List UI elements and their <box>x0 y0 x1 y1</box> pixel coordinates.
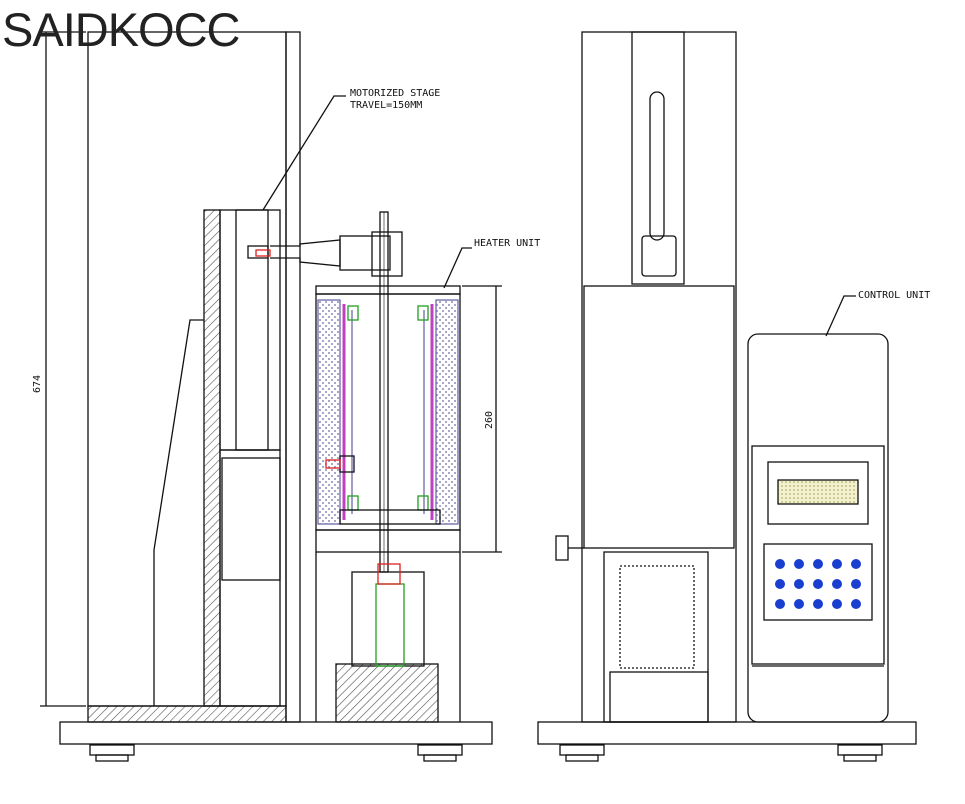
dimension-heater-height: 260 <box>484 411 495 429</box>
control-unit-body <box>747 333 889 723</box>
left-side-view <box>40 31 502 762</box>
keypad-key <box>794 579 804 589</box>
base-hatch-left <box>87 705 287 723</box>
heater-insulation-right <box>435 299 459 525</box>
heater-housing-front <box>583 285 735 549</box>
beaker-stand <box>335 663 439 723</box>
lcd-display <box>777 479 859 505</box>
keypad-key <box>794 599 804 609</box>
label-motorized-stage-2: TRAVEL=150MM <box>350 100 422 111</box>
front-view <box>537 31 917 762</box>
label-motorized-stage-1: MOTORIZED STAGE <box>350 88 440 99</box>
keypad-key <box>832 559 842 569</box>
base-plate-right <box>537 721 917 745</box>
keypad-key <box>813 579 823 589</box>
keypad-key <box>851 559 861 569</box>
dimension-overall-height: 674 <box>32 375 43 393</box>
main-column-right <box>581 31 737 723</box>
keypad <box>775 559 861 609</box>
keypad-key <box>832 579 842 589</box>
keypad-key <box>775 599 785 609</box>
keypad-key <box>832 599 842 609</box>
main-column-left <box>87 31 287 707</box>
label-control-unit: CONTROL UNIT <box>858 290 930 301</box>
keypad-key <box>851 599 861 609</box>
keypad-key <box>813 559 823 569</box>
stage-red-mark <box>255 249 271 257</box>
keypad-key <box>775 579 785 589</box>
keypad-bezel <box>763 543 873 621</box>
keypad-key <box>775 559 785 569</box>
beaker <box>351 571 425 667</box>
display-bezel <box>767 461 869 525</box>
keypad-key <box>851 579 861 589</box>
heater-insulation-left <box>317 299 341 525</box>
keypad-key <box>813 599 823 609</box>
hatched-rail <box>203 209 221 707</box>
label-heater-unit: HEATER UNIT <box>474 238 540 249</box>
brand-watermark: SAIDKOCC <box>2 3 240 56</box>
base-plate-left <box>59 721 493 745</box>
control-panel <box>751 445 885 665</box>
keypad-key <box>794 559 804 569</box>
